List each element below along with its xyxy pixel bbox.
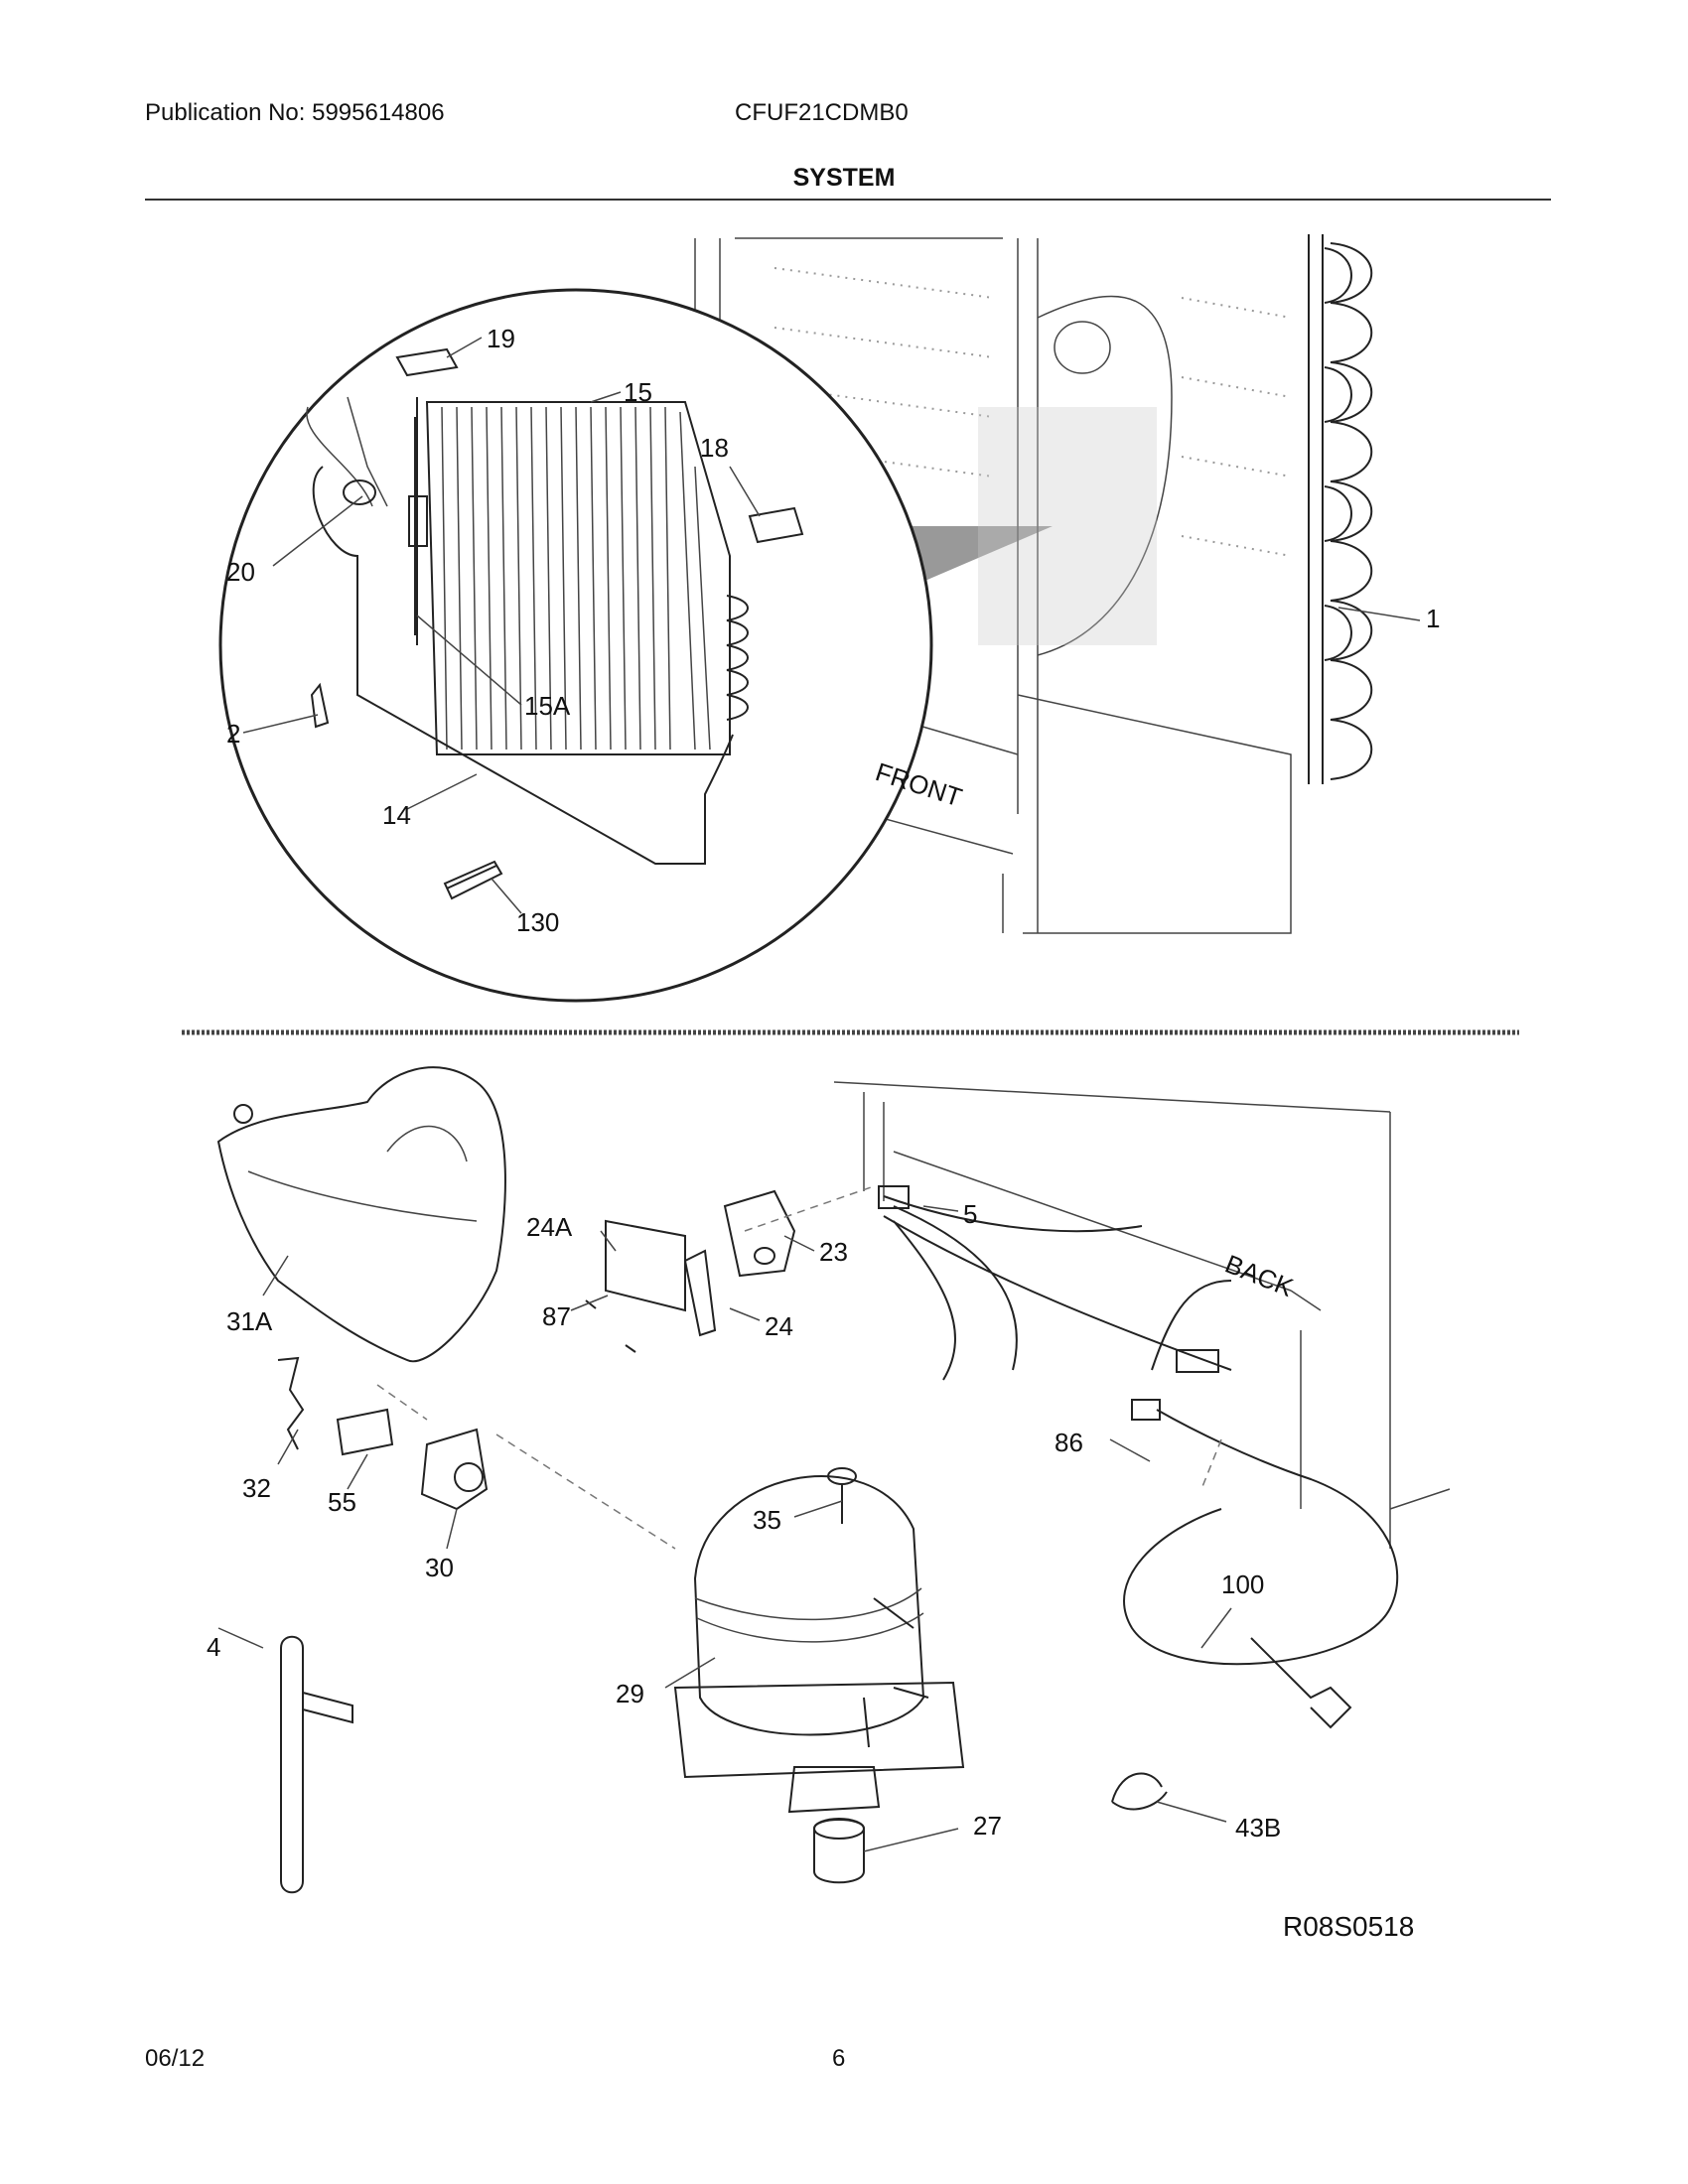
callout-2: 2 (226, 719, 240, 749)
bottom-callout-leaders (217, 1205, 1232, 1852)
wire-harness (878, 1185, 1232, 1381)
callout-32: 32 (242, 1473, 271, 1503)
callout-35: 35 (753, 1505, 781, 1535)
callout-19: 19 (487, 324, 515, 353)
grommet-and-clip (813, 1772, 1168, 1884)
top-callout-leaders (242, 337, 1421, 914)
callout-23: 23 (819, 1237, 848, 1267)
evaporator-assembly (408, 397, 749, 755)
drier (280, 1635, 353, 1894)
publication-number: Publication No: 5995614806 (145, 99, 445, 126)
callout-31a: 31A (226, 1306, 273, 1336)
detail-magnifier-circle (218, 288, 933, 1003)
bottom-callouts: 31A 24A 23 5 87 24 BACK 32 55 30 86 35 1… (207, 1199, 1298, 1843)
callout-43b: 43B (1235, 1813, 1281, 1843)
guide-lines (376, 1185, 1222, 1550)
callout-55: 55 (328, 1487, 356, 1517)
header-rule (145, 199, 1551, 201)
callout-86: 86 (1055, 1428, 1083, 1457)
drawing-code: R08S0518 (1283, 1911, 1415, 1942)
footer-date: 06/12 (145, 2045, 206, 2072)
small-parts-top (310, 347, 804, 900)
callout-24: 24 (765, 1311, 793, 1341)
relay-bracket-parts (585, 1189, 796, 1353)
compressor (673, 1467, 965, 1814)
drain-and-harness-lines (306, 396, 734, 865)
callout-100: 100 (1221, 1570, 1264, 1599)
callout-130: 130 (516, 907, 559, 937)
callout-18: 18 (700, 433, 729, 463)
model-number: CFUF21CDMB0 (735, 99, 909, 126)
callout-24a: 24A (526, 1212, 573, 1242)
overload-start-parts (277, 1356, 489, 1511)
callout-20: 20 (226, 557, 255, 587)
power-cord (1123, 1399, 1399, 1729)
callout-1: 1 (1426, 604, 1440, 633)
callout-5: 5 (963, 1199, 977, 1229)
page-title: SYSTEM (792, 164, 896, 192)
callout-29: 29 (616, 1679, 644, 1708)
callout-4: 4 (207, 1632, 220, 1662)
drain-pan (216, 1066, 506, 1363)
callout-27: 27 (973, 1811, 1002, 1841)
callout-30: 30 (425, 1553, 454, 1582)
callout-87: 87 (542, 1301, 571, 1331)
back-label: BACK (1221, 1249, 1298, 1303)
page-number: 6 (832, 2045, 846, 2072)
callout-15a: 15A (524, 691, 571, 721)
callout-15: 15 (624, 377, 652, 407)
condenser-coil (1308, 234, 1373, 784)
callout-14: 14 (382, 800, 411, 830)
evaporator-pointer-cone (824, 407, 1157, 645)
back-wall-outline (833, 1081, 1451, 1549)
